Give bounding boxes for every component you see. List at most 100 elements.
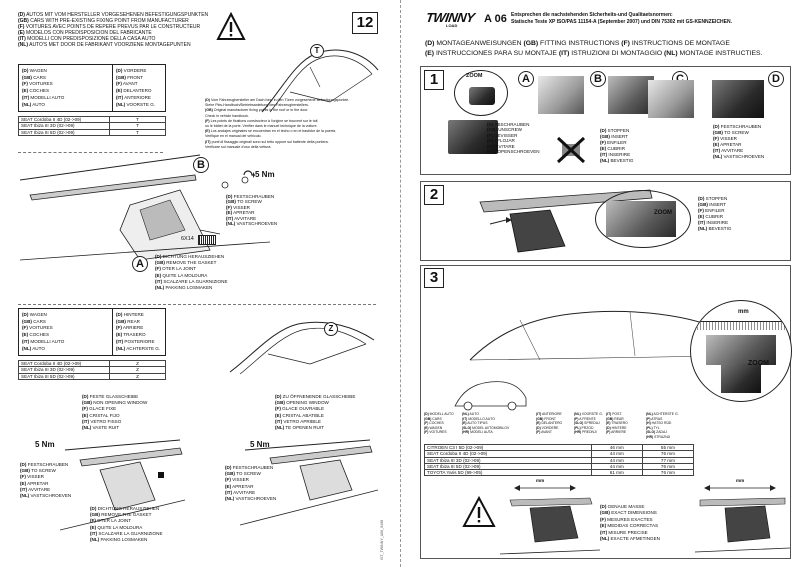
line-text: VASTSCHROEVEN [235,221,278,227]
table-cell: 61 mm [590,469,643,477]
line-text: ARRIERE [121,325,144,331]
language-code: (IT) [155,278,163,284]
line-text: PRZOD [580,425,594,430]
line-text: VETRO FISSO [89,418,122,424]
line-text: VASTSCHROEVEN [234,496,277,502]
line-text: TO SCREW [722,130,749,135]
line-text: WAGEN [428,425,443,430]
opening-window-label: (D) ZU ÖFFNENENDE GLASSCHEIBE(GB) OPENIN… [275,394,355,431]
text-line: (D) HINTERE [116,312,160,319]
text-line: (D) GENAUE MASSE [600,504,660,510]
table-cell: Z [109,366,166,374]
text-line: (GB) TO SCREW [226,199,277,204]
line-text: Verificare sul manuale d'uso della vettu… [205,144,272,149]
screw-instructions-2: (D) FESTSCHRAUBEN(GB) TO SCREW(F) VISSER… [20,462,71,499]
text-line: (F) AVANT [536,430,562,435]
language-code: (NL) [82,425,92,431]
text-line: (F) VISSER [20,474,71,480]
language-code: (IT) [487,143,495,149]
text-line: (SLO) ZADAJ [646,430,679,435]
text-line: (GB) CARS [22,75,64,82]
line-text: Vom Fahrzeughersteller am Dach bzw. in d… [210,98,350,102]
bolt-icon [198,235,216,245]
language-code: (D) [116,312,123,317]
table-row: SEAT Cordoba II 4D (02->09)Z [17,359,166,368]
text-line: (GB) UNSCREW [487,127,540,132]
text-line: (NL) VASTE RUIT [82,425,147,431]
language-code: (F) [275,406,281,412]
language-code: (GB) [487,127,497,133]
insert-instructions-2: (D) STOPFEN(GB) INSERT(F) ENFILER(E) CUB… [698,196,731,232]
line-text: CRISTAL FIJO [88,412,120,418]
language-code: (D) [226,194,233,199]
language-code: (GB) [116,318,126,324]
line-text: STOPFEN [606,128,630,133]
mm-label: mm [738,309,749,315]
line-text: INSERIRE [705,220,729,225]
language-code: (D) [424,412,429,416]
table-cell: 76 mm [641,450,695,458]
text-line: (NL) EXACTE AFMETINGEN [600,536,660,542]
line-text: FRONT [543,416,556,421]
line-text: A FRENTE [578,416,596,421]
line-text: REAR [125,318,140,324]
language-code: (E) [600,523,607,529]
language-code: (D) [18,12,25,18]
line-text: VOORSTE G. [580,412,603,416]
step-2-number: 2 [424,185,444,205]
text-line: (IT) MODELLI CON PREDISPOSIZIONE DELLA C… [18,36,208,42]
table-cell: 77 mm [641,456,695,464]
table-cell: SEAT Ibiza III 5D (02->09) [17,372,111,380]
language-code: (IT) [22,94,30,100]
language-code: (GB) [22,318,32,324]
line-text: ARRIERE [610,430,627,435]
line-text: APRETAR [231,483,254,489]
line-text: OTER LA JOINT [95,518,132,524]
text-line: (D) WAGEN [22,68,64,75]
language-code: (D) [425,40,435,47]
language-code: (F) [90,518,96,524]
text-line: (F) Les points de fixations constructeur… [205,119,349,124]
language-code: (F) [18,24,25,30]
legend-column: (IT) POST.(GB) REAR(E) TRASERO(D) HINTER… [606,412,628,435]
text-line: (F) AVANT [116,81,155,88]
line-text: REMOVE THE GASKET [164,260,217,266]
line-text: TYL [652,425,660,430]
line-text: ACHTERSTE G. [652,412,679,416]
line-text: TO SCREW [234,471,261,477]
line-text: AUTO TIPUS [466,421,488,426]
text-line: (IT) SCALZARE LA GUARNIZIONE [155,279,228,285]
line-text: VISSER [718,136,738,141]
step-1-number: 1 [424,70,444,90]
text-line: (NL) OPENSCHROEVEN [487,149,540,154]
screw-instructions: (D) FESTSCHRAUBEN(GB) TO SCREW(F) VISSER… [226,194,277,226]
logo-sub: LOAD [446,23,458,28]
legend-column: (NL) VOORSTE G.(P) A FRENTE(SLO) SPREDAJ… [574,412,603,435]
table-row: SEAT Ibiza III 5D (02->09)T [17,128,166,136]
line-text: AVVITARE [232,489,256,495]
text-line: (E) WAGEN [424,426,454,431]
marker-t: T [310,44,324,58]
text-line: (GB) TO SCREW [713,130,764,136]
text-line: (E) QUITE LA MOLDURA [155,273,228,279]
language-code: (E) [425,50,435,57]
language-code: (F) [22,325,28,331]
line-text: FRONT [125,74,144,80]
line-text: TRASERO [610,421,628,426]
text-line: (SLO) MODEL AVTOMOBILOV [462,426,509,431]
language-code: (F) [600,516,606,522]
table-row: SEAT Ibiza III 5D (02->09)Z [17,372,166,380]
text-line: (D) VORDERE [536,426,562,431]
model-table-rear: SEAT Cordoba II 4D (02->09)Z SEAT Ibiza I… [17,359,166,380]
line-text: Verifique en el manual del vehiculo. [205,134,262,139]
car-rear-illustration [229,321,375,375]
language-code: (D) [155,254,162,259]
step-2-zoom: ZOOM [654,210,672,216]
text-line: (D) HINTERE [606,426,628,431]
header-block: (D) AUTOS MIT VOM HERSTELLER VORGESEHENE… [18,12,208,48]
text-line: (E) TRASERO [606,421,628,426]
text-line: (GB) CARS [22,319,64,326]
model-box-rear: (D) WAGEN(GB) CARS(F) VOITURES(E) COCHES… [18,308,166,356]
